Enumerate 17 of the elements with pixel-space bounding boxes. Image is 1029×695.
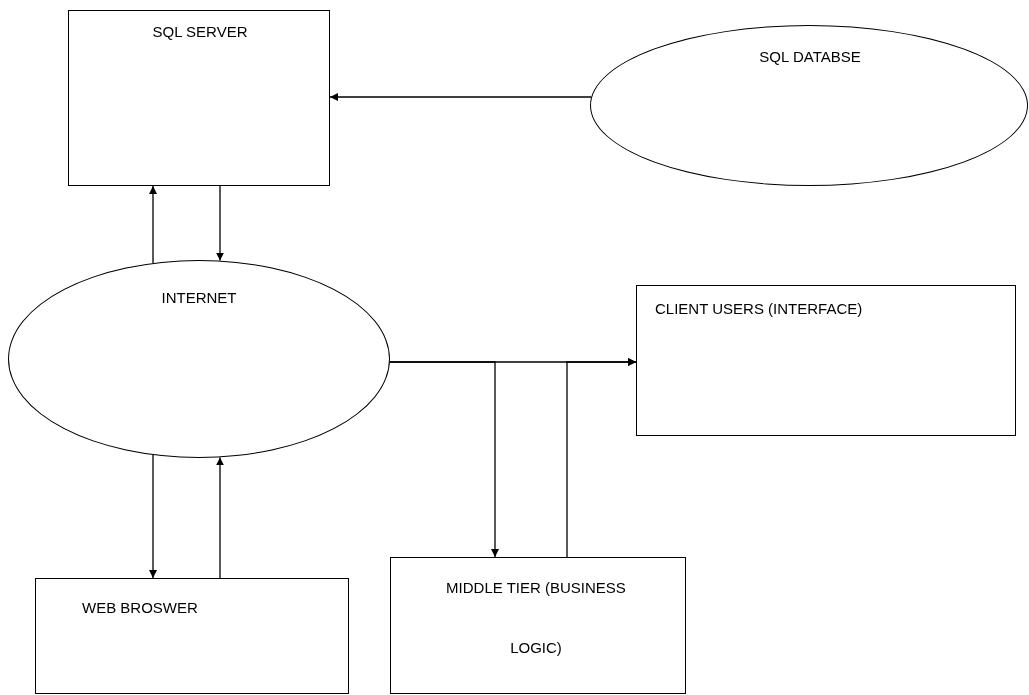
- arrow: [216, 185, 224, 262]
- process-box: [35, 578, 349, 694]
- arrow: [149, 454, 157, 579]
- process-box: [636, 285, 1016, 436]
- arrow: [329, 93, 592, 101]
- node-label: MIDDLE TIER (BUSINESS LOGIC): [445, 578, 627, 658]
- node-label: CLIENT USERS (INTERFACE): [655, 300, 864, 317]
- node-label: WEB BROSWER: [82, 599, 199, 616]
- arrow: [566, 358, 637, 558]
- node-label: SQL DATABSE: [758, 48, 862, 65]
- arrow: [149, 185, 157, 264]
- node-label: SQL SERVER: [151, 23, 249, 40]
- process-box: [68, 10, 330, 186]
- process-box: [390, 557, 686, 694]
- node-label: INTERNET: [160, 289, 238, 306]
- arrow: [389, 361, 499, 558]
- arrow: [216, 456, 224, 579]
